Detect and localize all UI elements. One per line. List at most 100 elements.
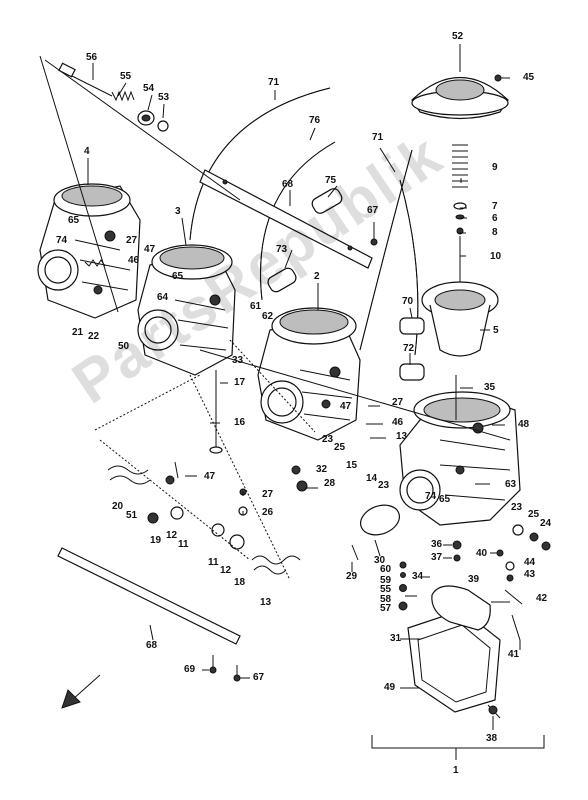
callout-71-right: 71 xyxy=(372,132,384,143)
callout-16: 16 xyxy=(234,417,246,428)
callout-56: 56 xyxy=(86,52,98,63)
callout-52: 52 xyxy=(452,31,464,42)
callout-33: 33 xyxy=(232,355,244,366)
callout-47-c: 47 xyxy=(204,471,216,482)
callout-48: 48 xyxy=(518,419,530,430)
float-chamber-31 xyxy=(407,609,501,713)
callout-65-b: 65 xyxy=(172,271,184,282)
spring-20 xyxy=(107,465,151,485)
needle-jet-17-16 xyxy=(209,370,223,454)
callout-27-c: 27 xyxy=(262,489,274,500)
screw-29 xyxy=(351,544,359,561)
float-39 xyxy=(431,585,491,631)
carburetor-body-3 xyxy=(137,244,236,376)
spring-13 xyxy=(251,555,301,575)
callout-18: 18 xyxy=(234,577,246,588)
callout-44: 44 xyxy=(524,557,536,568)
mounting-plate-68-top xyxy=(199,169,373,269)
callout-46-a: 46 xyxy=(128,255,140,266)
callout-26: 26 xyxy=(262,507,274,518)
callout-67-bottom: 67 xyxy=(253,672,265,683)
callout-57: 57 xyxy=(380,603,392,614)
callout-29: 29 xyxy=(346,571,358,582)
pipe-75 xyxy=(311,188,343,214)
screws-69-67 xyxy=(209,655,241,682)
callout-19: 19 xyxy=(150,535,162,546)
callout-50: 50 xyxy=(118,341,130,352)
callout-55-b: 55 xyxy=(380,584,392,595)
callout-17: 17 xyxy=(234,377,246,388)
callout-53: 53 xyxy=(158,92,170,103)
callout-3: 3 xyxy=(175,206,181,217)
callout-59: 59 xyxy=(380,575,392,586)
callout-23-b: 23 xyxy=(378,480,390,491)
small-parts-32-28 xyxy=(291,465,308,492)
dotted-reference-lines xyxy=(39,55,316,581)
callout-23-c: 23 xyxy=(511,502,523,513)
callout-68-bottom: 68 xyxy=(146,640,158,651)
callout-35: 35 xyxy=(484,382,496,393)
callout-67-top: 67 xyxy=(367,205,379,216)
callout-12-a: 12 xyxy=(166,530,178,541)
throttle-shaft xyxy=(199,349,511,441)
callout-32: 32 xyxy=(316,464,328,475)
callout-71-left: 71 xyxy=(268,77,280,88)
washers-23-25-24 xyxy=(512,524,551,551)
callout-38: 38 xyxy=(486,733,498,744)
callout-34: 34 xyxy=(412,571,424,582)
small-parts-19-12-11 xyxy=(147,475,245,550)
mounting-plate-68-bottom xyxy=(57,547,241,645)
callout-14: 14 xyxy=(366,473,378,484)
throttle-adjuster-screw xyxy=(58,62,113,97)
joint-70-72 xyxy=(399,317,425,381)
callout-7: 7 xyxy=(492,201,498,212)
callout-40: 40 xyxy=(476,548,488,559)
direction-arrow-icon xyxy=(61,674,101,709)
callout-37: 37 xyxy=(431,552,443,563)
callout-5: 5 xyxy=(493,325,499,336)
vent-hose-71-left xyxy=(189,87,331,241)
carburetor-body-4 xyxy=(37,183,141,319)
callout-27-b: 27 xyxy=(392,397,404,408)
callout-65-a: 65 xyxy=(68,215,80,226)
callout-10: 10 xyxy=(490,251,502,262)
callout-68-top: 68 xyxy=(282,179,294,190)
top-cover-52 xyxy=(411,77,509,120)
callout-36: 36 xyxy=(431,539,443,550)
adjuster-spring xyxy=(111,90,135,102)
callout-28: 28 xyxy=(324,478,336,489)
callout-25-b: 25 xyxy=(528,509,540,520)
callout-47-b: 47 xyxy=(340,401,352,412)
callout-23-a: 23 xyxy=(322,434,334,445)
callout-76: 76 xyxy=(309,115,321,126)
callout-51: 51 xyxy=(126,510,138,521)
callout-74-b: 74 xyxy=(425,491,437,502)
piston-spring-9 xyxy=(452,144,468,188)
vent-hose-71-right xyxy=(359,149,419,356)
pilot-screw-parts-42-43-44 xyxy=(504,561,523,605)
callout-20: 20 xyxy=(112,501,124,512)
callout-75: 75 xyxy=(325,175,337,186)
leader-lines xyxy=(87,44,521,730)
callout-73: 73 xyxy=(276,244,288,255)
callout-13-a: 13 xyxy=(396,431,408,442)
callout-24: 24 xyxy=(540,518,552,529)
callout-13-b: 13 xyxy=(260,597,272,608)
callout-15: 15 xyxy=(346,460,358,471)
callout-30: 30 xyxy=(374,555,386,566)
callout-31: 31 xyxy=(390,633,402,644)
callout-21: 21 xyxy=(72,327,84,338)
callout-70: 70 xyxy=(402,296,414,307)
callout-27-a: 27 xyxy=(126,235,138,246)
callout-74-a: 74 xyxy=(56,235,68,246)
carburetor-body-2 xyxy=(257,307,361,441)
callout-45: 45 xyxy=(523,72,535,83)
callout-9: 9 xyxy=(492,162,498,173)
callout-8: 8 xyxy=(492,227,498,238)
callout-46-b: 46 xyxy=(392,417,404,428)
diaphragm-piston-5 xyxy=(421,281,499,357)
callout-12-b: 12 xyxy=(220,565,232,576)
callout-39: 39 xyxy=(468,574,480,585)
callout-42: 42 xyxy=(536,593,548,604)
